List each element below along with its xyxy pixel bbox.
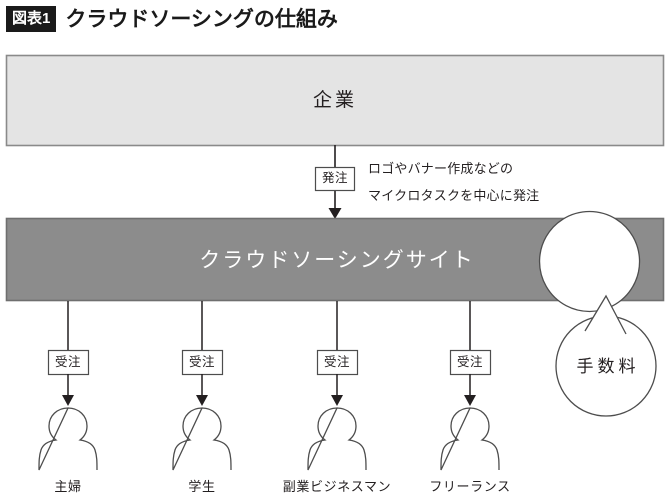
worker-tag-label-2: 受注 — [188, 355, 216, 369]
figure-number-badge: 図表1 — [6, 6, 57, 32]
worker-arrow-head-4 — [464, 395, 476, 406]
page-title: クラウドソーシングの仕組み — [65, 7, 338, 31]
order-note-line-1: ロゴやバナー作成などの — [368, 161, 514, 176]
order-note-line-2: マイクロタスクを中心に発注 — [368, 188, 540, 203]
order-tag-label: 発注 — [321, 171, 349, 185]
person-icon-1 — [38, 407, 98, 471]
worker-label-3: 副業ビジネスマン — [282, 479, 392, 494]
worker-tag-box-4 — [449, 349, 492, 376]
enterprise-box — [5, 54, 665, 147]
worker-arrow-head-3 — [331, 395, 343, 406]
figure-header: 図表1 クラウドソーシングの仕組み — [6, 6, 338, 32]
worker-label-2: 学生 — [188, 479, 216, 494]
fee-bubble-tail — [584, 294, 627, 335]
fee-bubble-circle — [538, 210, 641, 313]
worker-label-4: フリーランス — [429, 479, 511, 494]
person-icon-4 — [440, 407, 500, 471]
order-arrow-head — [328, 208, 342, 219]
person-icon-2 — [172, 407, 232, 471]
worker-arrow-head-2 — [196, 395, 208, 406]
person-icon-3 — [307, 407, 367, 471]
order-tag-box — [314, 166, 356, 192]
fee-bubble-label: 手数料 — [576, 357, 640, 376]
worker-tag-label-4: 受注 — [456, 355, 484, 369]
worker-arrow-head-1 — [62, 395, 74, 406]
platform-label: クラウドソーシングサイト — [199, 249, 475, 272]
worker-tag-label-3: 受注 — [323, 355, 351, 369]
worker-label-1: 主婦 — [54, 479, 82, 494]
enterprise-label: 企業 — [312, 90, 358, 111]
fee-bubble-tail-fill — [584, 295, 628, 337]
worker-tag-label-1: 受注 — [54, 355, 82, 369]
